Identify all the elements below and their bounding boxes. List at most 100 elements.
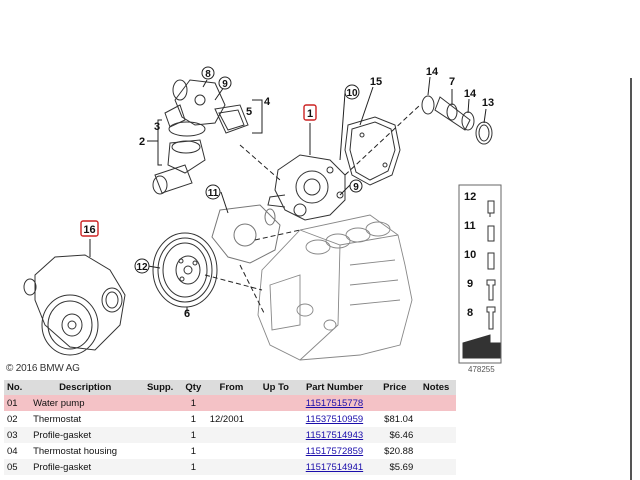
gasket-drawing	[344, 116, 401, 186]
cell-no: 03	[4, 427, 31, 443]
callout-13: 13	[482, 97, 494, 109]
cell-price	[373, 395, 417, 411]
col-header-part-number[interactable]: Part Number	[295, 380, 374, 395]
cell-qty: 1	[179, 459, 207, 475]
col-header-description[interactable]: Description	[30, 380, 141, 395]
cell-price: $20.88	[384, 445, 414, 457]
callout-8: 8	[205, 69, 211, 80]
col-header-price[interactable]: Price	[373, 380, 417, 395]
cell-price: $81.04	[384, 413, 414, 425]
col-header-from[interactable]: From	[206, 380, 257, 395]
cell-part-number: 11517515778	[295, 395, 374, 411]
part-number-link[interactable]: 11517572859	[305, 445, 364, 457]
callout-15: 15	[370, 76, 382, 88]
diagram-id: 478255	[468, 365, 495, 374]
scrollbar[interactable]	[630, 78, 632, 480]
cell-part-number: 11537510959	[296, 411, 374, 427]
water-pump-drawing	[267, 154, 346, 221]
callout-labels: 8 9 4 5 3 2 1 10 15 14 7 14 13 11 9 16 1…	[80, 66, 494, 320]
callout-14-right: 14	[464, 88, 477, 100]
cell-description: Thermostat	[33, 413, 82, 425]
part-number-link[interactable]: 11537510959	[305, 413, 364, 425]
table-row[interactable]: 04 Thermostat housing 1 11517572859 $20.…	[4, 443, 456, 459]
cell-upto	[256, 411, 295, 427]
part-number-link[interactable]: 11517514943	[305, 429, 364, 441]
callout-16: 16	[83, 224, 95, 236]
cell-description: Profile-gasket	[30, 427, 141, 443]
callout-9-top: 9	[222, 79, 228, 90]
pump-assembly-drawing	[23, 254, 126, 356]
col-header-qty[interactable]: Qty	[179, 380, 207, 395]
callout-6: 6	[184, 308, 190, 320]
cell-supp	[140, 411, 180, 427]
cell-description: Water pump	[30, 395, 141, 411]
table-row[interactable]: 03 Profile-gasket 1 11517514943 $6.46	[4, 427, 456, 443]
table-row[interactable]: 05 Profile-gasket 1 11517514941 $5.69	[4, 459, 456, 475]
callout-7: 7	[449, 76, 455, 88]
cell-qty: 1	[179, 395, 207, 411]
col-header-no[interactable]: No.	[4, 380, 31, 395]
cell-from	[207, 443, 256, 459]
cell-upto	[256, 443, 295, 459]
legend-number: 11	[464, 220, 476, 232]
col-header-upto[interactable]: Up To	[256, 380, 296, 395]
callout-5: 5	[246, 106, 252, 118]
cell-upto	[256, 395, 296, 411]
pulley-drawing	[152, 232, 218, 308]
leader-dashes	[204, 104, 421, 316]
cell-no: 05	[4, 459, 31, 475]
cell-no: 01	[4, 395, 31, 411]
col-header-supp[interactable]: Supp.	[140, 380, 180, 395]
cell-no: 04	[7, 445, 18, 457]
cell-supp	[140, 443, 180, 459]
bolt-legend-labels: 12 11 10 9 8	[464, 191, 476, 319]
parts-table: No. Description Supp. Qty From Up To Par…	[4, 380, 456, 475]
cell-supp	[140, 395, 180, 411]
engine-block-drawing	[257, 214, 413, 361]
cell-part-number: 11517572859	[296, 443, 374, 459]
cell-supp	[140, 427, 180, 443]
cell-part-number: 11517514943	[295, 427, 374, 443]
cell-qty: 1	[190, 445, 196, 457]
cell-qty: 1	[179, 427, 207, 443]
table-row[interactable]: 02 Thermostat 1 12/2001 11537510959 $81.…	[4, 411, 456, 427]
callout-11: 11	[208, 188, 219, 199]
cell-notes	[416, 395, 456, 411]
callout-3: 3	[154, 121, 160, 133]
cell-supp	[140, 459, 180, 475]
cell-from: 12/2001	[209, 413, 245, 425]
cell-description: Profile-gasket	[30, 459, 141, 475]
cell-upto	[256, 427, 296, 443]
copyright-text: © 2016 BMW AG	[6, 363, 80, 374]
cell-from	[206, 427, 257, 443]
callout-2: 2	[139, 136, 145, 148]
col-header-notes[interactable]: Notes	[416, 380, 456, 395]
parts-diagram: 8 9 4 5 3 2 1 10 15 14 7 14 13 11 9 16 1…	[0, 25, 506, 375]
leader-lines	[89, 76, 487, 313]
cell-notes	[416, 411, 456, 427]
auxiliary-pump-drawing	[211, 204, 281, 264]
cell-notes	[416, 459, 456, 475]
callout-1: 1	[307, 108, 313, 120]
cell-from	[206, 459, 257, 475]
cell-notes	[416, 427, 456, 443]
callout-9-mid: 9	[353, 182, 359, 193]
cell-no: 02	[7, 413, 18, 425]
callout-14-left: 14	[426, 66, 439, 78]
cell-notes	[416, 443, 456, 459]
callout-12: 12	[136, 262, 148, 273]
legend-number: 9	[467, 278, 473, 290]
cell-part-number: 11517514941	[295, 459, 374, 475]
callout-4: 4	[264, 96, 271, 108]
table-header-row: No. Description Supp. Qty From Up To Par…	[4, 380, 456, 395]
part-number-link[interactable]: 11517514941	[305, 461, 364, 473]
cell-price: $6.46	[373, 427, 417, 443]
parts-diagram-svg: 8 9 4 5 3 2 1 10 15 14 7 14 13 11 9 16 1…	[23, 66, 502, 364]
thermostat-drawing	[152, 121, 206, 195]
legend-number: 12	[464, 191, 476, 203]
cell-upto	[256, 459, 296, 475]
part-number-link[interactable]: 11517515778	[305, 397, 364, 409]
callout-10: 10	[346, 88, 358, 99]
table-row[interactable]: 01 Water pump 1 11517515778	[4, 395, 456, 411]
cell-description: Thermostat housing	[33, 445, 118, 457]
